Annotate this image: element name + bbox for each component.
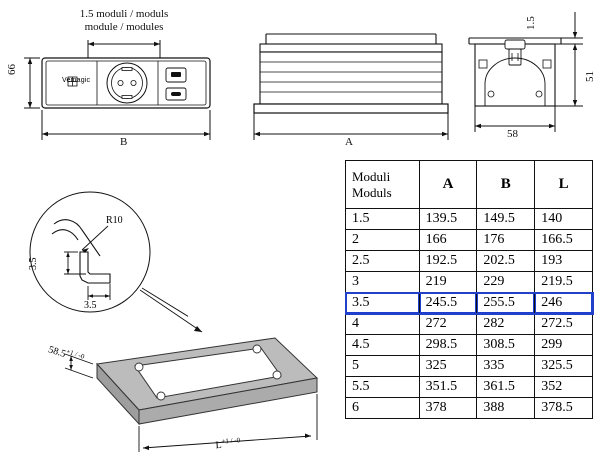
detail-callout: R10 3.5 3.5 (18, 190, 188, 325)
side-view-width-dim: A (345, 136, 353, 148)
table-cell-l: 219.5 (534, 271, 593, 293)
detail-callout-svg (29, 191, 188, 317)
table-cell-moduli: 1.5 (345, 208, 420, 230)
table-cell-moduli: 4 (345, 313, 420, 335)
table-cell-moduli: 5 (345, 355, 420, 377)
table-cell-moduli: 4.5 (345, 334, 420, 356)
end-view-height-dim: 51 (584, 71, 596, 82)
table-cell-b: 149.5 (476, 208, 536, 230)
brand-logo-text: Vemagic (62, 77, 91, 84)
table-header-b: B (476, 160, 536, 209)
side-view-svg (253, 33, 449, 140)
front-view: 1.5 moduli / moduls module / modules 66 … (0, 0, 240, 155)
table-cell-moduli: 2 (345, 229, 420, 251)
table-cell-a: 351.5 (418, 376, 478, 398)
table-cell-moduli: 5.5 (345, 376, 420, 398)
side-view: A (240, 0, 455, 155)
end-view-svg (468, 12, 583, 132)
table-header-l: L (534, 160, 593, 209)
detail-horizontal-dim: 3.5 (84, 300, 97, 311)
table-cell-l: 378.5 (534, 397, 593, 419)
table-cell-l: 246 (534, 292, 593, 314)
cutout-3d-view: 58.5+1 / -0 L+1 / -0 (35, 320, 335, 470)
table-cell-a: 245.5 (418, 292, 478, 314)
table-cell-a: 298.5 (418, 334, 478, 356)
table-cell-b: 361.5 (476, 376, 536, 398)
table-cell-l: 140 (534, 208, 593, 230)
table-cell-l: 193 (534, 250, 593, 272)
table-cell-moduli: 3.5 (345, 292, 420, 314)
end-view: 1.5 51 58 (455, 0, 600, 155)
table-cell-b: 176 (476, 229, 536, 251)
table-cell-l: 325.5 (534, 355, 593, 377)
table-cell-l: 166.5 (534, 229, 593, 251)
table-cell-l: 272.5 (534, 313, 593, 335)
front-view-height-dim: 66 (6, 64, 18, 75)
cutout-length-dim: L+1 / -0 (215, 436, 241, 451)
table-cell-a: 192.5 (418, 250, 478, 272)
table-cell-a: 272 (418, 313, 478, 335)
table-cell-a: 166 (418, 229, 478, 251)
table-cell-b: 335 (476, 355, 536, 377)
table-header-moduli-line2: Moduls (352, 184, 392, 200)
table-header-row: Moduli Moduls A B L (345, 160, 593, 209)
cutout-length-tol: +1 / -0 (221, 436, 241, 446)
table-cell-a: 139.5 (418, 208, 478, 230)
table-cell-l: 352 (534, 376, 593, 398)
table-cell-b: 308.5 (476, 334, 536, 356)
table-header-moduli: Moduli Moduls (345, 160, 420, 209)
front-view-top-label-line2: module / modules (84, 20, 164, 33)
table-cell-b: 229 (476, 271, 536, 293)
table-cell-a: 325 (418, 355, 478, 377)
cutout-3d-svg (64, 337, 319, 452)
front-view-svg (24, 40, 211, 140)
front-view-top-label: 1.5 moduli / moduls module / modules (60, 8, 188, 33)
table-cell-a: 219 (418, 271, 478, 293)
front-view-top-label-line1: 1.5 moduli / moduls (79, 8, 169, 20)
table-cell-b: 255.5 (476, 292, 536, 314)
table-cell-l: 299 (534, 334, 593, 356)
table-cell-moduli: 6 (345, 397, 420, 419)
table-cell-b: 282 (476, 313, 536, 335)
detail-vertical-dim: 3.5 (28, 257, 39, 271)
table-cell-moduli: 3 (345, 271, 420, 293)
end-view-top-dim: 1.5 (525, 16, 537, 30)
table-cell-b: 388 (476, 397, 536, 419)
table-header-moduli-line1: Moduli (352, 168, 391, 184)
table-cell-a: 378 (418, 397, 478, 419)
table-header-a: A (418, 160, 478, 209)
end-view-width-dim: 58 (507, 128, 518, 140)
table-cell-moduli: 2.5 (345, 250, 420, 272)
front-view-width-dim: B (120, 136, 128, 148)
table-cell-b: 202.5 (476, 250, 536, 272)
detail-radius-label: R10 (106, 215, 123, 226)
callout-leader (140, 280, 210, 350)
